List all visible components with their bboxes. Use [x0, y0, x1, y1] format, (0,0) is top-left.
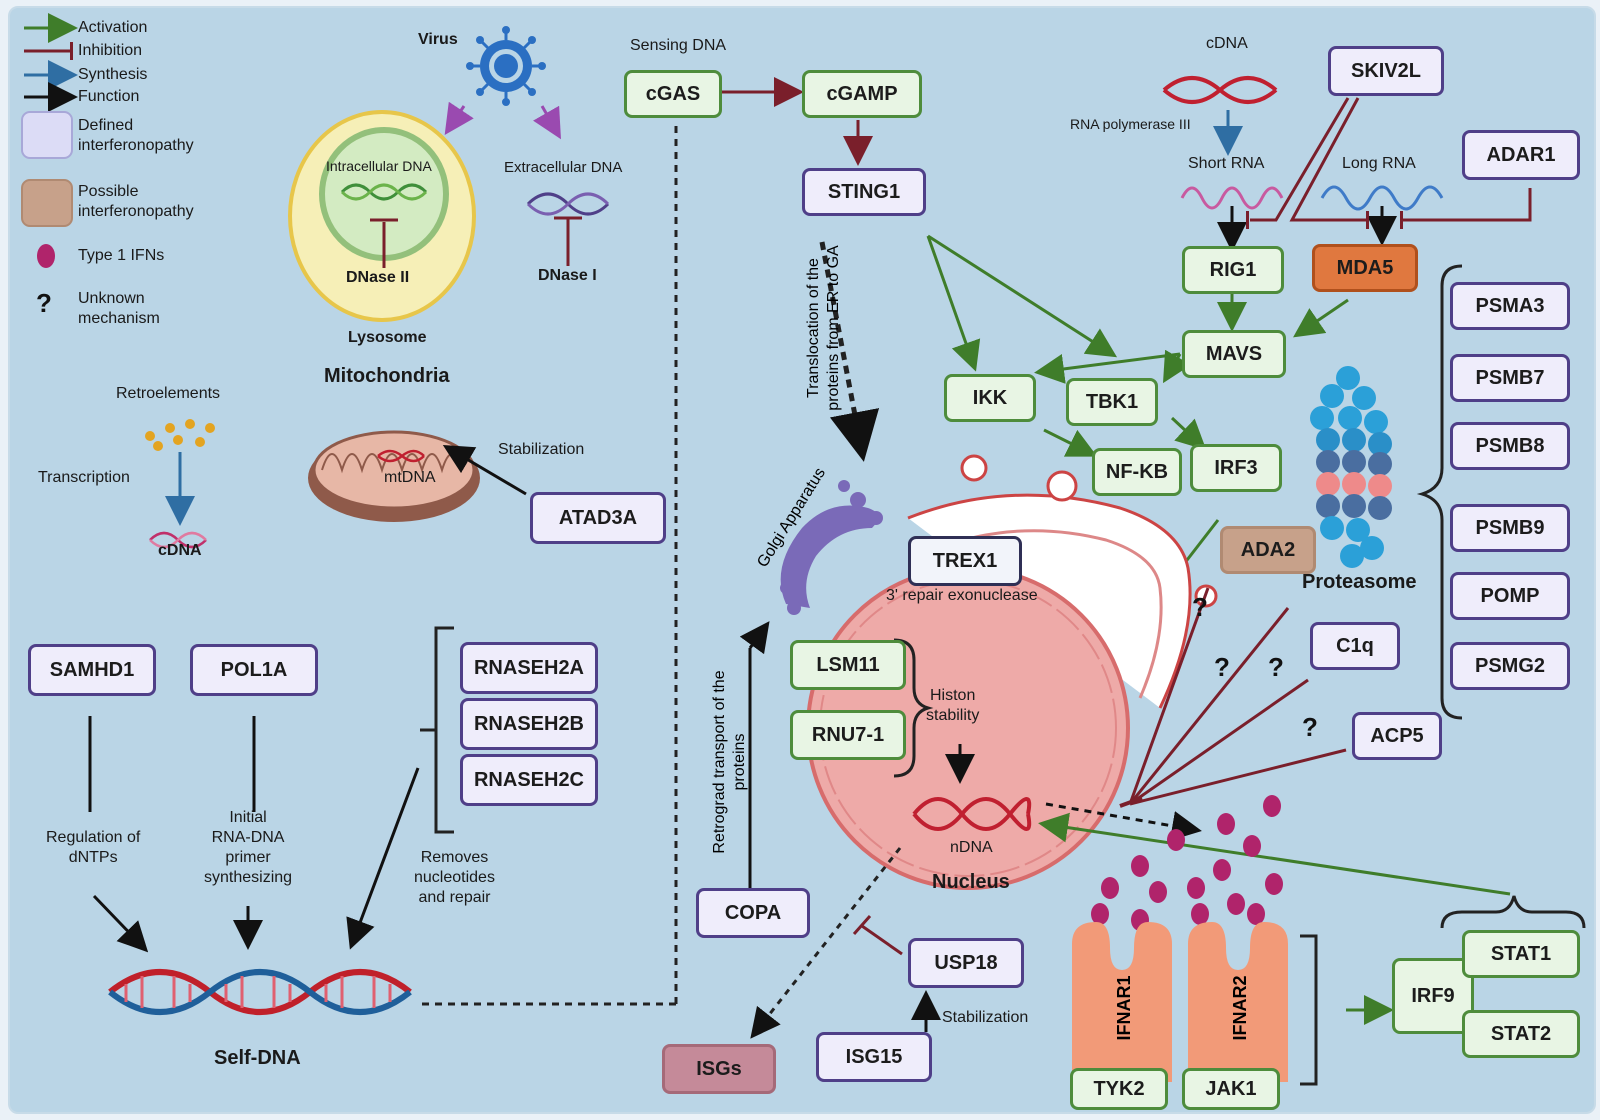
- unknown-acp5: ?: [1302, 712, 1318, 742]
- unknown-1: ?: [1214, 652, 1230, 682]
- node-usp18[interactable]: USP18: [908, 938, 1024, 988]
- lysosome-label: Lysosome: [348, 329, 427, 346]
- node-rnaseh2b[interactable]: RNASEH2B: [460, 698, 598, 750]
- legend-function: Function: [78, 88, 140, 105]
- unknown-ada2: ?: [1192, 592, 1208, 622]
- legend-synthesis: Synthesis: [78, 66, 148, 83]
- short-rna-label: Short RNA: [1188, 155, 1265, 172]
- node-isgs[interactable]: ISGs: [662, 1044, 776, 1094]
- legend-activation: Activation: [78, 19, 148, 36]
- node-ada2[interactable]: ADA2: [1220, 526, 1316, 574]
- node-pol1a[interactable]: POL1A: [190, 644, 318, 696]
- legend-arrows: [21, 13, 78, 268]
- node-rnu71[interactable]: RNU7-1: [790, 710, 906, 760]
- long-rna-label: Long RNA: [1342, 155, 1416, 172]
- node-jak1[interactable]: JAK1: [1182, 1068, 1280, 1110]
- legend-inhibition: Inhibition: [78, 42, 143, 59]
- type1-ifn-dots: [1091, 795, 1283, 931]
- node-stat1[interactable]: STAT1: [1462, 930, 1580, 978]
- node-sting1[interactable]: STING1: [802, 168, 926, 216]
- unknown-2: ?: [1268, 652, 1284, 682]
- node-isg15[interactable]: ISG15: [816, 1032, 932, 1082]
- dnase1-label: DNase I: [538, 267, 597, 284]
- node-copa[interactable]: COPA: [696, 888, 810, 938]
- retroelements-icon: [145, 419, 215, 451]
- node-tyk2[interactable]: TYK2: [1070, 1068, 1168, 1110]
- legend-unknown-symbol: ?: [36, 288, 52, 318]
- node-nfkb[interactable]: NF-KB: [1092, 448, 1182, 496]
- node-pomp[interactable]: POMP: [1450, 572, 1570, 620]
- node-mda5[interactable]: MDA5: [1312, 244, 1418, 292]
- removes-label: Removes nucleotides and repair: [414, 849, 495, 906]
- node-tbk1[interactable]: TBK1: [1066, 378, 1158, 426]
- short-rna-icon: [1180, 186, 1284, 210]
- retrograde-label: Retrograd transport of the proteins: [711, 670, 748, 854]
- self-dna-icon: [108, 969, 412, 1015]
- node-cgas[interactable]: cGAS: [624, 70, 722, 118]
- node-atad3a[interactable]: ATAD3A: [530, 492, 666, 544]
- node-c1q[interactable]: C1q: [1310, 622, 1400, 670]
- diagram-canvas: Activation Inhibition Synthesis Function…: [8, 6, 1596, 1114]
- node-irf9[interactable]: IRF9: [1392, 958, 1474, 1034]
- regulation-label: Regulation of dNTPs: [46, 829, 141, 866]
- repair-exonuclease-label: 3' repair exonuclease: [886, 587, 1038, 604]
- node-lsm11[interactable]: LSM11: [790, 640, 906, 690]
- node-acp5[interactable]: ACP5: [1352, 712, 1442, 760]
- node-psmb9[interactable]: PSMB9: [1450, 504, 1570, 552]
- node-psmb7[interactable]: PSMB7: [1450, 354, 1570, 402]
- retroelements-label: Retroelements: [116, 385, 221, 402]
- extracellular-dna-icon: [526, 192, 610, 266]
- mtdna-label: mtDNA: [384, 469, 436, 486]
- self-dna-label: Self-DNA: [214, 1047, 301, 1069]
- stabilization1-label: Stabilization: [498, 441, 585, 458]
- proteasome-label: Proteasome: [1302, 571, 1417, 593]
- intracellular-dna-label: Intracellular DNA: [326, 158, 432, 174]
- node-psmg2[interactable]: PSMG2: [1450, 642, 1570, 690]
- initial-label: Initial RNA-DNA primer synthesizing: [204, 809, 293, 886]
- node-ifnar1[interactable]: IFNAR1: [1114, 975, 1134, 1041]
- virus-icon: [466, 26, 546, 106]
- nucleus-label: Nucleus: [932, 871, 1010, 893]
- proteasome-icon: [1310, 366, 1392, 568]
- stabilization2-label: Stabilization: [942, 1009, 1029, 1026]
- node-cgamp[interactable]: cGAMP: [802, 70, 922, 118]
- transcription-label: Transcription: [38, 469, 130, 486]
- cdna-top-label: cDNA: [1206, 35, 1248, 52]
- dnase2-label: DNase II: [346, 269, 410, 286]
- ndna-label: nDNA: [950, 839, 993, 856]
- node-rig1[interactable]: RIG1: [1182, 246, 1284, 294]
- node-stat2[interactable]: STAT2: [1462, 1010, 1580, 1058]
- mitochondria-label: Mitochondria: [324, 365, 450, 387]
- node-ikk[interactable]: IKK: [944, 374, 1036, 422]
- mitochondria-icon: [308, 430, 480, 522]
- golgi-icon: [780, 480, 883, 615]
- node-adar1[interactable]: ADAR1: [1462, 130, 1580, 180]
- legend-unknown: Unknown mechanism: [78, 290, 160, 327]
- ifnar-receptors: [1072, 922, 1288, 1082]
- node-skiv2l[interactable]: SKIV2L: [1328, 46, 1444, 96]
- lysosome-icon: [288, 110, 476, 322]
- cdna-left-label: cDNA: [158, 542, 202, 559]
- node-irf3[interactable]: IRF3: [1190, 444, 1282, 492]
- node-psma3[interactable]: PSMA3: [1450, 282, 1570, 330]
- translocation-label: Translocation of the proteins from ER to…: [805, 245, 842, 411]
- node-rnaseh2c[interactable]: RNASEH2C: [460, 754, 598, 806]
- cdna-top-icon: [1162, 76, 1278, 104]
- node-samhd1[interactable]: SAMHD1: [28, 644, 156, 696]
- rna-polymerase-label: RNA polymerase III: [1070, 116, 1191, 132]
- node-trex1[interactable]: TREX1: [908, 536, 1022, 586]
- long-rna-icon: [1320, 185, 1444, 211]
- virus-label: Virus: [418, 31, 458, 48]
- legend-defined: Defined interferonopathy: [78, 117, 194, 154]
- node-ifnar2[interactable]: IFNAR2: [1230, 975, 1250, 1041]
- sensing-dna-label: Sensing DNA: [630, 37, 727, 54]
- cdna-left-icon: [149, 531, 207, 549]
- legend-possible: Possible interferonopathy: [78, 183, 194, 220]
- node-rnaseh2a[interactable]: RNASEH2A: [460, 642, 598, 694]
- extracellular-dna-label: Extracellular DNA: [504, 159, 623, 176]
- legend-type1: Type 1 IFNs: [78, 247, 165, 264]
- histon-stability-label: Histon stability: [926, 687, 980, 724]
- node-mavs[interactable]: MAVS: [1182, 330, 1286, 378]
- node-psmb8[interactable]: PSMB8: [1450, 422, 1570, 470]
